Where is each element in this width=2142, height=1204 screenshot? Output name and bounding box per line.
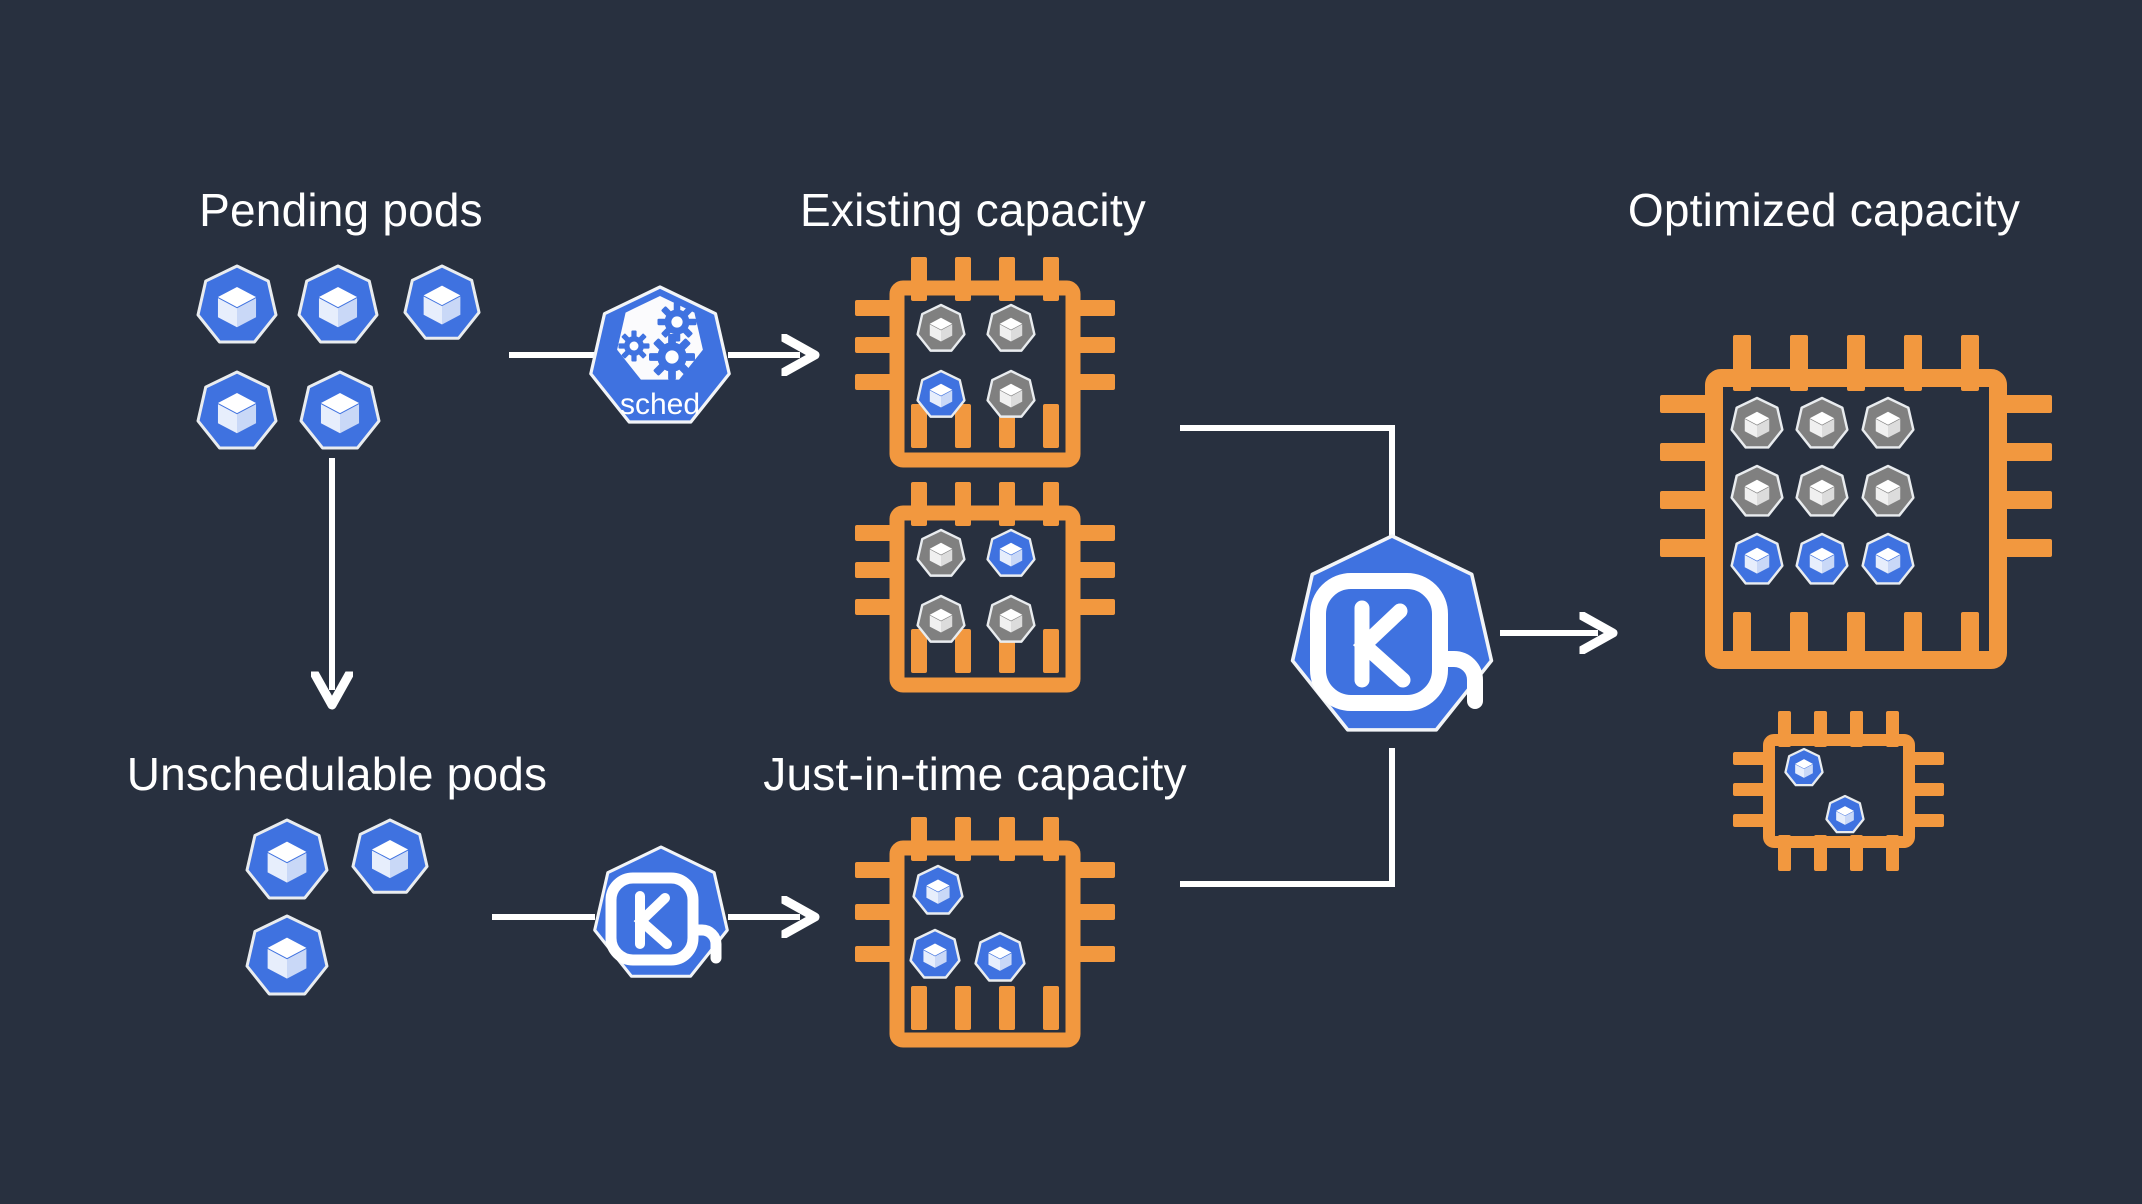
karpenter-k-glyph bbox=[633, 891, 672, 949]
existing-capacity-chip-2 bbox=[855, 482, 1115, 693]
karpenter-k-glyph bbox=[1352, 600, 1411, 688]
label-optimized-capacity: Optimized capacity bbox=[1628, 184, 2020, 236]
karpenter-icon-lower[interactable] bbox=[595, 847, 728, 976]
optimized-capacity-chip-small bbox=[1733, 711, 1944, 871]
label-just-in-time-capacity: Just-in-time capacity bbox=[763, 748, 1186, 800]
optimized-capacity-chip-large bbox=[1660, 335, 2052, 669]
just-in-time-capacity-chip bbox=[855, 817, 1115, 1048]
connector-layer bbox=[332, 355, 1598, 917]
scheduler-caption: sched bbox=[620, 388, 700, 421]
karpenter-icon-center[interactable] bbox=[1293, 536, 1492, 730]
label-existing-capacity: Existing capacity bbox=[800, 184, 1146, 236]
label-unschedulable-pods: Unschedulable pods bbox=[127, 748, 547, 800]
line-jit-capacity-to-karpenter bbox=[1180, 748, 1395, 887]
existing-capacity-chip-1 bbox=[855, 257, 1115, 468]
line-existing-capacity-to-karpenter bbox=[1180, 425, 1395, 560]
kubernetes-scheduler-icon[interactable]: sched bbox=[591, 287, 729, 422]
label-pending-pods: Pending pods bbox=[199, 184, 483, 236]
